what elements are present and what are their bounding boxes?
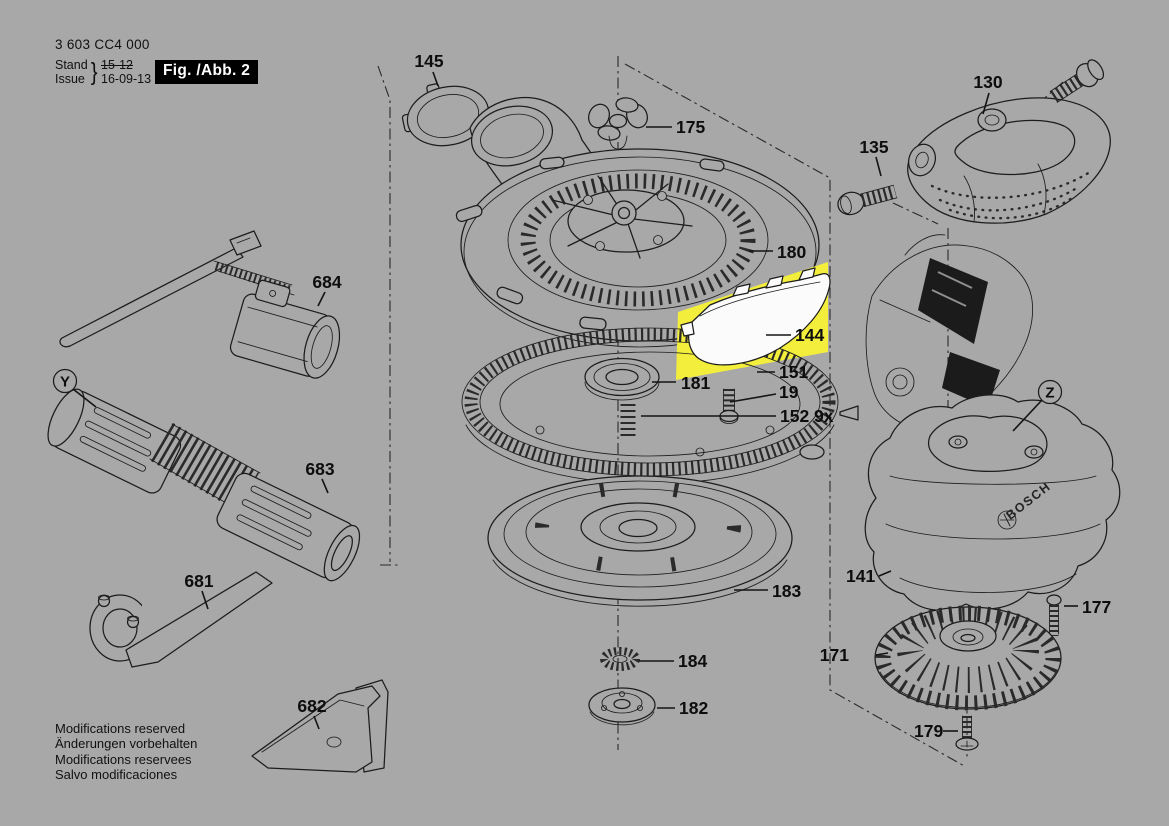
part-180-bearing-housing <box>455 148 820 348</box>
part-130-handle <box>907 97 1111 224</box>
callout-135[interactable]: 135 <box>859 137 889 177</box>
part-19-screw <box>719 388 739 424</box>
callout-label-151[interactable]: 151 <box>779 362 808 382</box>
callout-141[interactable]: 141 <box>846 566 892 586</box>
callout-label-181[interactable]: 181 <box>681 373 710 393</box>
stand-value: 15-12 <box>101 58 134 72</box>
revision-block: Stand Issue } 15-12 16-09-13 <box>55 58 151 86</box>
part-184-lock-washer <box>600 647 640 671</box>
callout-label-681[interactable]: 681 <box>184 571 213 591</box>
callout-152[interactable]: 152 9x <box>641 406 834 426</box>
callout-label-682[interactable]: 682 <box>297 696 326 716</box>
part-151-brush-ring <box>461 327 859 485</box>
callout-label-179[interactable]: 179 <box>914 721 943 741</box>
part-183-sanding-pad <box>487 475 793 607</box>
issue-label: Issue <box>55 72 85 86</box>
callout-19[interactable]: 19 <box>729 382 799 403</box>
callout-130[interactable]: 130 <box>973 72 1003 115</box>
marker-z-label: Z <box>1045 385 1054 402</box>
part-177-screw <box>1046 594 1062 636</box>
callout-label-171[interactable]: 171 <box>820 645 849 665</box>
callout-label-684[interactable]: 684 <box>312 272 341 292</box>
callout-144[interactable]: 144 <box>766 325 824 345</box>
notice-line-es: Salvo modificaciones <box>55 766 178 782</box>
part-179-screw <box>955 715 979 751</box>
callout-label-180[interactable]: 180 <box>777 242 806 262</box>
view-marker-Z: Z <box>1012 379 1063 432</box>
callout-683[interactable]: 683 <box>305 459 335 494</box>
callout-label-130[interactable]: 130 <box>973 72 1002 92</box>
part-181-bearing <box>584 357 660 401</box>
part-135-handle-screw <box>837 184 898 216</box>
callout-171[interactable]: 171 <box>820 645 889 665</box>
callout-label-183[interactable]: 183 <box>772 581 801 601</box>
callout-684[interactable]: 684 <box>312 272 342 307</box>
callout-label-175[interactable]: 175 <box>676 117 705 137</box>
callout-181[interactable]: 181 <box>652 373 710 393</box>
part-683-hose-adapter <box>47 388 361 582</box>
modifications-notice: Modifications reserved Änderungen vorbeh… <box>55 721 197 782</box>
tool-body-reference <box>865 234 1034 429</box>
notice-line-fr: Modifications reservees <box>55 751 192 767</box>
callout-151[interactable]: 151 <box>757 362 808 382</box>
notice-line-de: Änderungen vorbehalten <box>55 736 198 752</box>
part-171-fan <box>874 605 1062 711</box>
view-marker-Y: Y <box>52 368 97 408</box>
part-141-motor-housing: BOSCH <box>864 394 1121 611</box>
handle-screw-rear <box>1049 59 1105 103</box>
callout-179[interactable]: 179 <box>914 721 958 741</box>
callout-label-141[interactable]: 141 <box>846 566 875 586</box>
part-144-dust-skirt[interactable] <box>680 267 831 366</box>
marker-y-label: Y <box>60 374 70 391</box>
notice-line-en: Modifications reserved <box>55 721 186 736</box>
figure-label: Fig. /Abb. 2 <box>155 60 259 84</box>
callout-label-177[interactable]: 177 <box>1082 597 1111 617</box>
stand-label: Stand <box>55 58 88 72</box>
callout-682[interactable]: 682 <box>297 696 327 730</box>
callout-label-152[interactable]: 152 9x <box>780 406 834 426</box>
callout-183[interactable]: 183 <box>734 581 801 601</box>
part-682-scraper <box>251 679 389 773</box>
callout-label-145[interactable]: 145 <box>414 51 443 71</box>
callout-label-184[interactable]: 184 <box>678 651 707 671</box>
callout-label-144[interactable]: 144 <box>795 325 824 345</box>
callout-681[interactable]: 681 <box>184 571 214 610</box>
callouts: 145 175 130 135 684 180 144 181 <box>184 51 1111 741</box>
callout-175[interactable]: 175 <box>646 117 705 137</box>
document-part-number: 3 603 CC4 000 <box>55 37 150 52</box>
issue-value: 16-09-13 <box>101 72 152 86</box>
callout-145[interactable]: 145 <box>414 51 444 87</box>
callout-label-135[interactable]: 135 <box>859 137 888 157</box>
part-175-knob <box>588 97 648 150</box>
callout-label-19[interactable]: 19 <box>779 382 799 402</box>
part-684-adapter <box>59 230 341 379</box>
callout-label-182[interactable]: 182 <box>679 698 708 718</box>
callout-182[interactable]: 182 <box>657 698 708 718</box>
part-681-wrench <box>89 571 273 668</box>
callout-label-683[interactable]: 683 <box>305 459 334 479</box>
part-182-round-nut <box>588 687 656 726</box>
revision-brace: } <box>90 58 98 86</box>
callout-180[interactable]: 180 <box>749 242 806 262</box>
callout-177[interactable]: 177 <box>1064 597 1111 617</box>
callout-184[interactable]: 184 <box>639 651 707 671</box>
